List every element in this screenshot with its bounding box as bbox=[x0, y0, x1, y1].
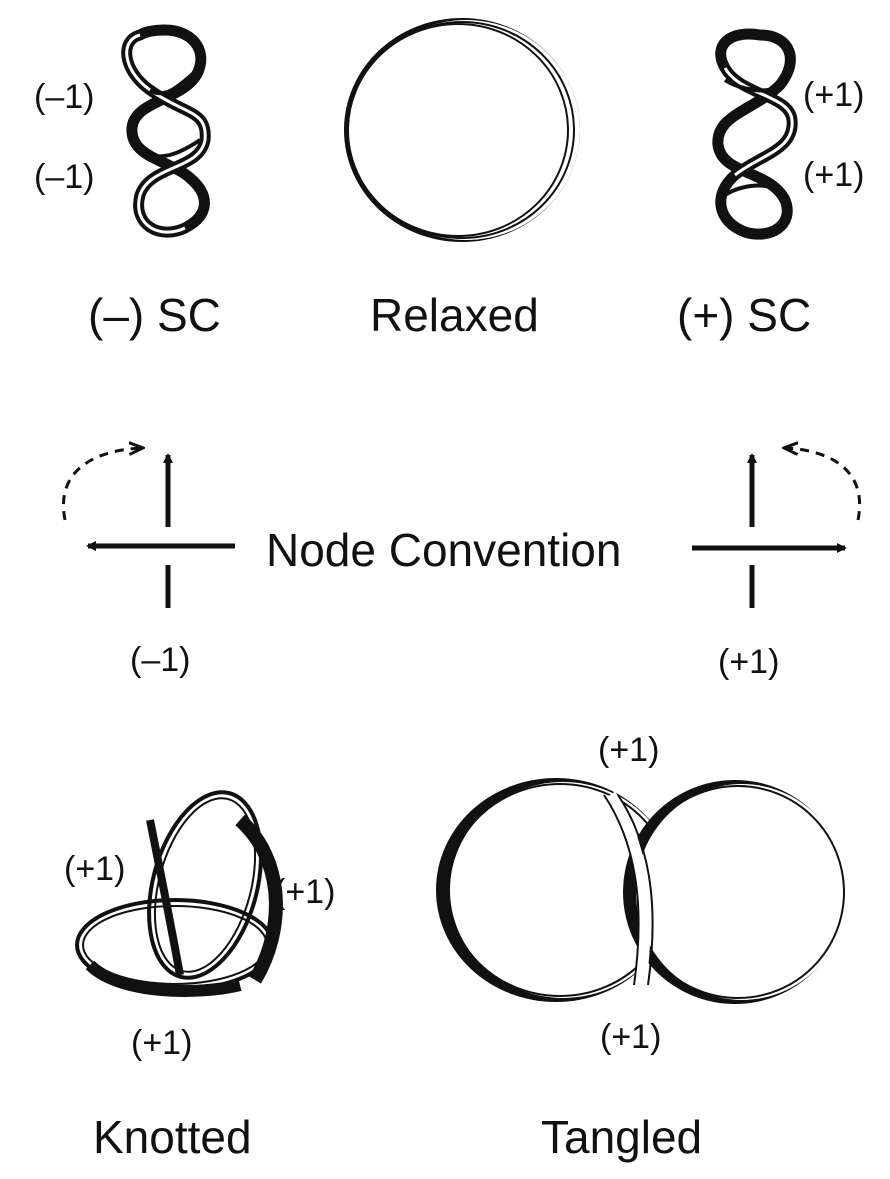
knotted-crossing-label: (+1) bbox=[274, 873, 336, 911]
knotted-crossing-label: (+1) bbox=[131, 1024, 193, 1062]
positive-sc-crossing-label: (+1) bbox=[803, 156, 865, 194]
negative-sc-crossing-label: (–1) bbox=[34, 78, 95, 116]
tangled-crossing-label: (+1) bbox=[598, 731, 660, 769]
relaxed-circle-figure bbox=[344, 18, 580, 242]
negative-supercoil-figure bbox=[121, 24, 211, 238]
positive-sc-crossing-label: (+1) bbox=[803, 76, 865, 114]
positive-sc-title: (+) SC bbox=[677, 289, 812, 341]
node-convention-title: Node Convention bbox=[266, 524, 622, 576]
node-crossing-positive bbox=[692, 448, 862, 608]
node-crossing-negative bbox=[62, 448, 235, 608]
node-convention-negative-value: (–1) bbox=[130, 641, 191, 679]
negative-sc-title: (–) SC bbox=[88, 289, 221, 341]
negative-sc-crossing-label: (–1) bbox=[34, 158, 95, 196]
tangled-catenane-figure bbox=[436, 778, 848, 1004]
positive-supercoil-figure bbox=[712, 28, 798, 240]
knotted-title: Knotted bbox=[93, 1111, 252, 1163]
tangled-crossing-label: (+1) bbox=[600, 1018, 662, 1056]
tangled-title: Tangled bbox=[541, 1111, 703, 1163]
knotted-crossing-label: (+1) bbox=[64, 850, 126, 888]
relaxed-title: Relaxed bbox=[370, 289, 539, 341]
knotted-trefoil-figure bbox=[75, 790, 283, 997]
node-convention-positive-value: (+1) bbox=[718, 643, 780, 681]
